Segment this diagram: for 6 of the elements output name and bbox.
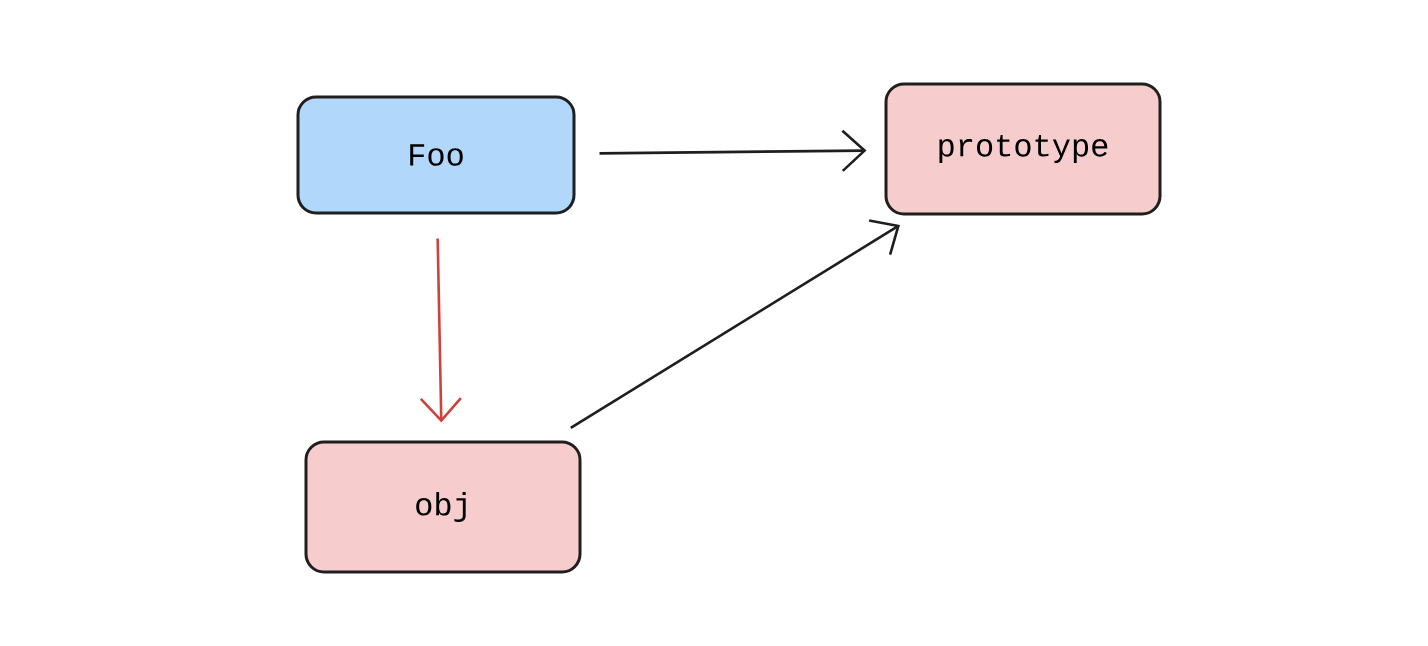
process-box: Foo [296, 95, 576, 215]
arrow [570, 219, 900, 429]
arrow [419, 238, 462, 423]
arrow [599, 129, 867, 172]
process-box: prototype [884, 82, 1162, 216]
process-box: obj [304, 440, 582, 574]
